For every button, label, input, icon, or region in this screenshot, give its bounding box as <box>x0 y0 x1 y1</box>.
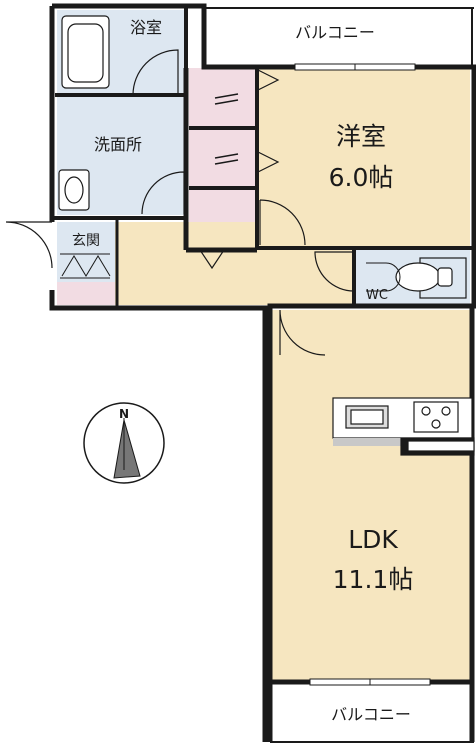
western-room-size: 6.0帖 <box>329 163 394 192</box>
washroom-label: 洗面所 <box>94 135 142 154</box>
room-labels: 浴室 洗面所 玄関 洋室 6.0帖 WC LDK 11.1帖 バルコニー バルコ… <box>72 18 413 724</box>
compass-north-label: N <box>119 407 129 421</box>
stove-icon <box>413 401 459 433</box>
closet-markers <box>199 69 280 270</box>
shelf-marks <box>214 93 239 165</box>
shoe-cabinet <box>60 253 111 279</box>
toilet-icon <box>395 262 441 292</box>
compass: N <box>83 402 165 484</box>
fixtures <box>58 15 467 299</box>
walls <box>49 3 476 743</box>
windows <box>294 63 431 686</box>
room-fills <box>57 10 470 741</box>
kitchen-counter <box>332 397 475 456</box>
closet-floor <box>189 68 257 248</box>
hallway-floor <box>115 222 355 305</box>
wash-door <box>141 171 185 215</box>
wc-label: WC <box>366 288 388 303</box>
western-door <box>259 199 306 246</box>
balcony-top-floor <box>203 10 470 67</box>
compass-needle-icon <box>113 419 141 479</box>
bathtub-icon <box>61 15 110 89</box>
wash-basin-icon <box>58 169 90 211</box>
balcony-bottom-label: バルコニー <box>331 705 411 724</box>
western-room-label: 洋室 <box>336 122 386 151</box>
ldk-door <box>279 309 326 356</box>
bath-door <box>132 49 179 96</box>
compass-ring <box>83 402 165 484</box>
wc-door <box>314 251 355 292</box>
balcony-top-label: バルコニー <box>295 23 375 42</box>
entrance-step <box>57 282 115 305</box>
entrance-door <box>5 221 53 269</box>
ldk-label: LDK <box>348 525 398 554</box>
bath-label: 浴室 <box>130 18 162 37</box>
ldk-size: 11.1帖 <box>333 565 414 594</box>
balcony-bottom-floor <box>270 683 470 741</box>
ldk-floor <box>270 310 470 680</box>
entrance-label: 玄関 <box>72 232 100 249</box>
doors <box>5 49 355 356</box>
western-room-floor <box>258 68 470 248</box>
